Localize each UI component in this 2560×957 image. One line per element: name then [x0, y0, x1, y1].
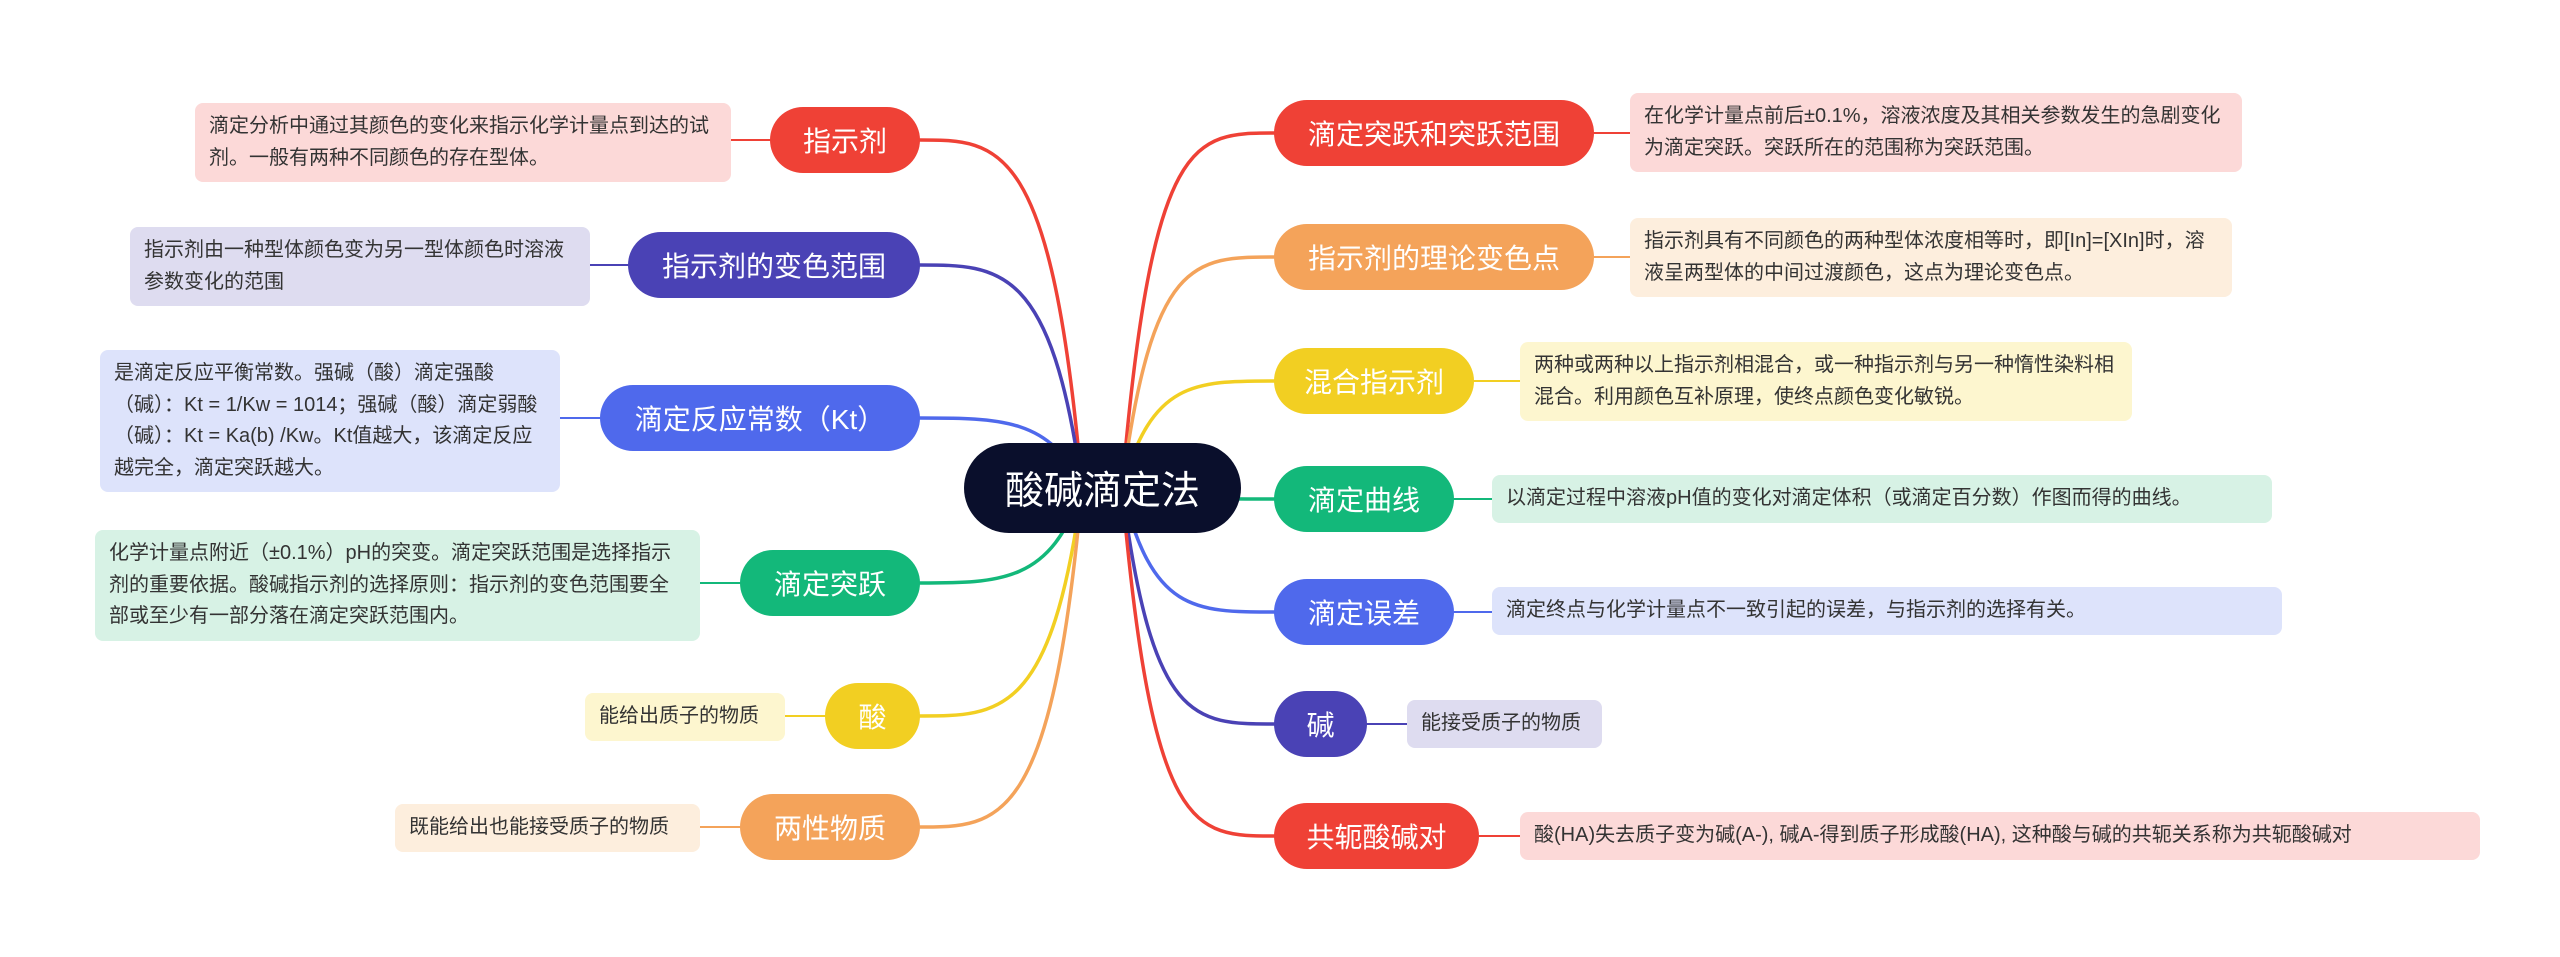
note-base: 能接受质子的物质 [1407, 700, 1602, 748]
topic-conjugate-pair[interactable]: 共轭酸碱对 [1274, 803, 1479, 869]
topic-jump-and-range[interactable]: 滴定突跃和突跃范围 [1274, 100, 1594, 166]
branch-line [918, 138, 1084, 490]
note-theoretical-color-point: 指示剂具有不同颜色的两种型体浓度相等时，即[In]=[XIn]时，溶液呈两型体的… [1630, 218, 2232, 298]
branch-line [1120, 486, 1276, 726]
topic-indicator[interactable]: 指示剂 [770, 107, 920, 173]
branch-line [1120, 131, 1276, 490]
note-indicator: 滴定分析中通过其颜色的变化来指示化学计量点到达的试剂。一般有两种不同颜色的存在型… [195, 103, 731, 183]
note-titration-jump: 化学计量点附近（±0.1%）pH的突变。滴定突跃范围是选择指示剂的重要依据。酸碱… [95, 530, 700, 641]
topic-amphoteric[interactable]: 两性物质 [740, 794, 920, 860]
note-titration-error: 滴定终点与化学计量点不一致引起的误差，与指示剂的选择有关。 [1492, 587, 2282, 635]
topic-indicator-color-range[interactable]: 指示剂的变色范围 [628, 232, 920, 298]
branch-line [918, 486, 1084, 718]
note-mixed-indicator: 两种或两种以上指示剂相混合，或一种指示剂与另一种惰性染料相混合。利用颜色互补原理… [1520, 342, 2132, 422]
topic-theoretical-color-point[interactable]: 指示剂的理论变色点 [1274, 224, 1594, 290]
note-amphoteric: 既能给出也能接受质子的物质 [395, 804, 700, 852]
topic-base[interactable]: 碱 [1274, 691, 1367, 757]
branch-line [1120, 255, 1276, 490]
branch-line [1120, 486, 1276, 838]
branch-line [918, 263, 1084, 490]
topic-titration-jump[interactable]: 滴定突跃 [740, 550, 920, 616]
central-topic[interactable]: 酸碱滴定法 [964, 443, 1241, 533]
note-indicator-color-range: 指示剂由一种型体颜色变为另一型体颜色时溶液参数变化的范围 [130, 227, 590, 307]
branch-line [918, 486, 1084, 829]
note-jump-and-range: 在化学计量点前后±0.1%，溶液浓度及其相关参数发生的急剧变化为滴定突跃。突跃所… [1630, 93, 2242, 173]
topic-titration-constant[interactable]: 滴定反应常数（Kt） [600, 385, 920, 451]
note-titration-constant: 是滴定反应平衡常数。强碱（酸）滴定强酸（碱）：Kt = 1/Kw = 1014；… [100, 350, 560, 493]
topic-mixed-indicator[interactable]: 混合指示剂 [1274, 348, 1474, 414]
topic-titration-error[interactable]: 滴定误差 [1274, 579, 1454, 645]
note-acid: 能给出质子的物质 [585, 693, 785, 741]
topic-acid[interactable]: 酸 [825, 683, 920, 749]
note-conjugate-pair: 酸(HA)失去质子变为碱(A-), 碱A-得到质子形成酸(HA), 这种酸与碱的… [1520, 812, 2480, 860]
note-titration-curve: 以滴定过程中溶液pH值的变化对滴定体积（或滴定百分数）作图而得的曲线。 [1492, 475, 2272, 523]
topic-titration-curve[interactable]: 滴定曲线 [1274, 466, 1454, 532]
